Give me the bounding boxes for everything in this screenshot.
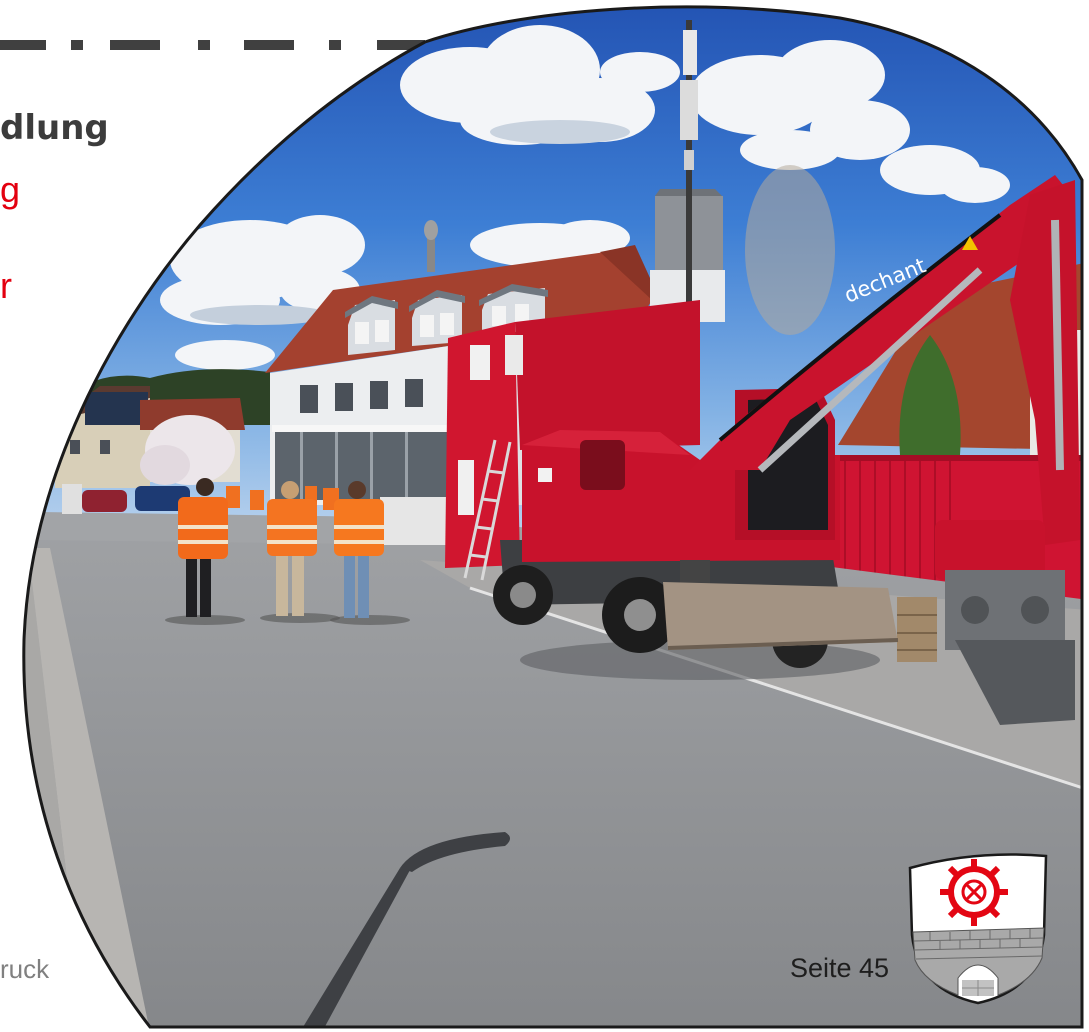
slide-title: dlung (0, 108, 109, 148)
dash-dot (329, 40, 341, 50)
street-lamp-shadow (300, 832, 510, 1027)
parked-vehicles (62, 484, 446, 545)
highlight-text-line-1: g (0, 169, 21, 210)
footer-text: ruck (0, 954, 50, 984)
coat-of-arms-icon (908, 853, 1048, 1005)
photo-frame-outline (22, 5, 1084, 1029)
dash-dot (198, 40, 210, 50)
dash-segment (110, 40, 160, 50)
pallet-stack (897, 597, 937, 662)
dash-segment (0, 40, 46, 50)
dash-dot (71, 40, 83, 50)
clouds (160, 25, 1010, 370)
antenna-mast (680, 20, 698, 320)
background-workers (226, 486, 339, 510)
worker-2 (267, 481, 317, 616)
worker-3 (334, 481, 384, 618)
birch-tree (745, 165, 835, 335)
mill-wheel-icon (940, 859, 1008, 926)
dash-segment (377, 40, 425, 50)
page-number: Seite 45 (790, 953, 890, 983)
excavator-bucket (663, 582, 898, 650)
left-buildings (55, 386, 245, 488)
dash-segment (244, 40, 294, 50)
header-dash-line (0, 40, 425, 50)
warning-triangle-icon (962, 236, 978, 250)
highlight-text-line-2: r (0, 265, 12, 306)
stone-bridge-icon (912, 927, 1045, 996)
roof-sculpture (424, 220, 438, 272)
workers (165, 478, 410, 625)
site-office-container (445, 300, 700, 581)
road-edge-line (469, 586, 1083, 792)
ladder (463, 439, 512, 581)
curb (28, 548, 150, 1027)
worker-1 (178, 478, 228, 617)
cypress-tree (899, 335, 961, 455)
